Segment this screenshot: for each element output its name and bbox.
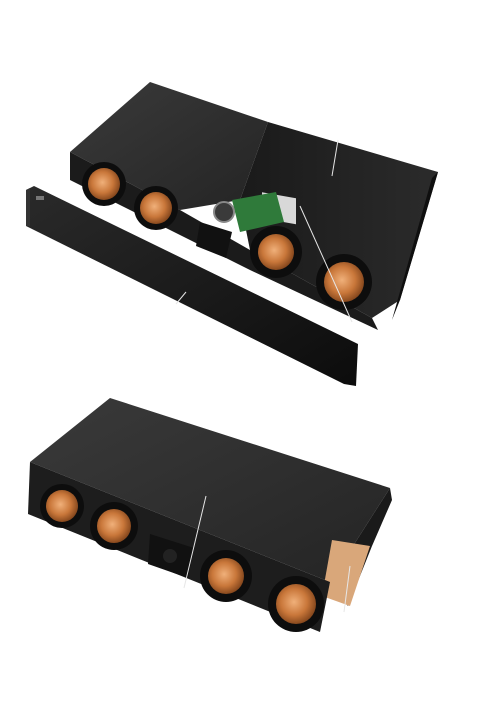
assembled-speaker bbox=[28, 398, 392, 632]
woofer-cone bbox=[88, 168, 120, 200]
mdf-panel bbox=[322, 540, 370, 606]
woofer-cone bbox=[97, 509, 131, 543]
callout-line bbox=[331, 139, 339, 177]
woofer-cone bbox=[208, 558, 244, 594]
callout-line bbox=[183, 495, 207, 589]
cabinet-top-surface bbox=[30, 398, 390, 582]
detached-grille bbox=[26, 186, 358, 386]
woofer-cone bbox=[276, 584, 316, 624]
cabinet-right-wall bbox=[392, 172, 438, 320]
woofer-cone bbox=[324, 262, 364, 302]
callout-line bbox=[299, 205, 353, 323]
grille-badge bbox=[36, 196, 44, 200]
woofer-cone bbox=[140, 192, 172, 224]
woofer-group-bottom bbox=[40, 484, 324, 632]
woofer-cone bbox=[258, 234, 294, 270]
woofer-group-top bbox=[82, 162, 372, 310]
cutaway-speaker bbox=[70, 82, 438, 330]
callout-line bbox=[175, 291, 187, 305]
tweeter-horn bbox=[196, 222, 232, 258]
crossover-coil bbox=[213, 201, 235, 223]
woofer-cone bbox=[46, 490, 78, 522]
callout-line bbox=[343, 565, 351, 613]
circuit-board bbox=[232, 192, 284, 232]
